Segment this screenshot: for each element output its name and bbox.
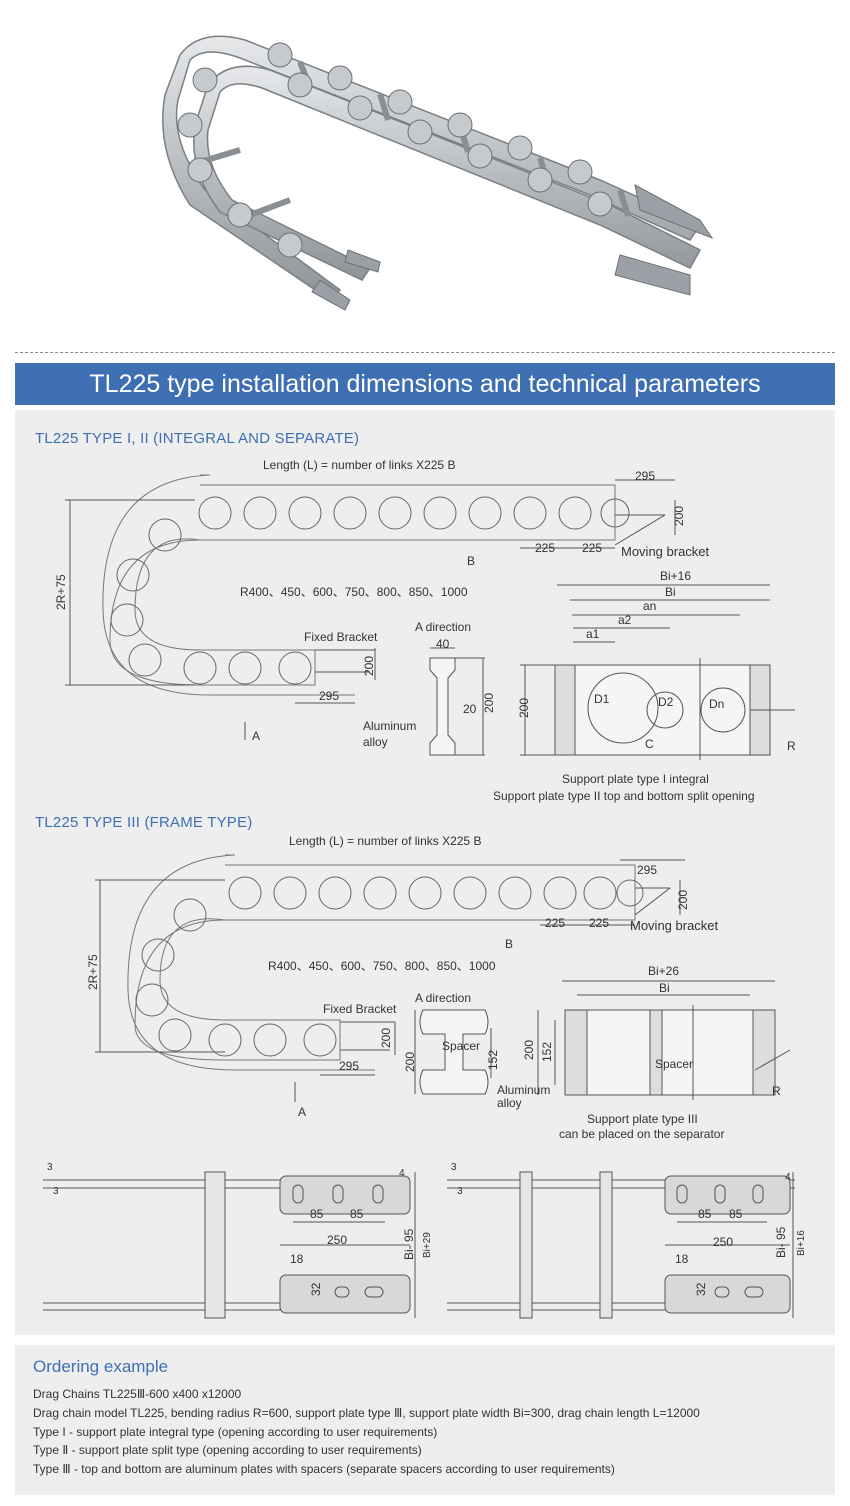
br-3b: 3: [457, 1186, 463, 1197]
s2-fixed-295: 295: [339, 1059, 359, 1073]
s1-an: an: [643, 599, 656, 613]
br-18: 18: [675, 1252, 689, 1266]
ordering-section: Ordering example Drag Chains TL225Ⅲ-600 …: [15, 1345, 835, 1495]
bl-85b: 85: [350, 1207, 364, 1221]
br-85a: 85: [698, 1207, 712, 1221]
s1-plate-200: 200: [517, 698, 531, 718]
br-3a: 3: [451, 1162, 457, 1173]
s1-dim-225a: 225: [535, 541, 555, 555]
br-4: 4: [785, 1172, 791, 1183]
s1-moving-bracket: Moving bracket: [621, 544, 710, 559]
s2-fixed-bracket: Fixed Bracket: [323, 1002, 397, 1016]
s2-plate-spacer: Spacer: [655, 1057, 693, 1071]
section1-title: TL225 TYPE I, II (INTEGRAL AND SEPARATE): [35, 430, 360, 447]
banner-title: TL225 type installation dimensions and t…: [89, 370, 761, 398]
s1-dim-200: 200: [672, 506, 686, 526]
s1-height-label: 2R+75: [54, 574, 68, 610]
s2-bi: Bi: [659, 981, 670, 995]
s1-aluminum: Aluminum: [363, 719, 416, 733]
br-85b: 85: [729, 1207, 743, 1221]
s1-b-label: B: [467, 554, 475, 568]
br-250: 250: [713, 1235, 733, 1249]
s2-r: R: [772, 1084, 781, 1098]
s1-dn: Dn: [709, 697, 724, 711]
s2-dim-200: 200: [676, 890, 690, 910]
s2-ad-152: 152: [486, 1050, 500, 1070]
bl-3b: 3: [53, 1186, 59, 1197]
bl-32: 32: [309, 1282, 323, 1296]
s1-dim-225b: 225: [582, 541, 602, 555]
s2-spacer: Spacer: [442, 1039, 480, 1053]
bl-3a: 3: [47, 1162, 53, 1173]
s2-length-label: Length (L) = number of links X225 B: [289, 834, 481, 848]
s2-moving-bracket: Moving bracket: [630, 918, 719, 933]
s1-caption2: Support plate type II top and bottom spl…: [493, 789, 755, 803]
bl-bi95: Bi- 95: [402, 1228, 416, 1260]
s1-radius-label: R400、450、600、750、800、850、1000: [240, 585, 468, 599]
s2-dim-225a: 225: [545, 916, 565, 930]
s1-ad-20: 20: [463, 702, 477, 716]
s2-caption1: Support plate type III: [587, 1112, 698, 1126]
ordering-line: Drag Chains TL225Ⅲ-600 x400 x12000: [33, 1387, 242, 1401]
s2-plate-200: 200: [522, 1040, 536, 1060]
s1-fixed-295: 295: [319, 689, 339, 703]
s2-plate-152: 152: [540, 1042, 554, 1062]
s2-alloy: alloy: [497, 1096, 522, 1110]
s2-b-label: B: [505, 937, 513, 951]
br-32: 32: [694, 1282, 708, 1296]
s2-height-label: 2R+75: [86, 954, 100, 990]
ordering-line: Type Ⅱ - support plate split type (openi…: [33, 1443, 422, 1458]
section2-title: TL225 TYPE III (FRAME TYPE): [35, 814, 253, 831]
ordering-lines: Drag Chains TL225Ⅲ-600 x400 x12000 Drag …: [33, 1385, 700, 1479]
s1-bi16: Bi+16: [660, 569, 691, 583]
s2-radius-label: R400、450、600、750、800、850、1000: [268, 959, 496, 973]
ordering-line: Drag chain model TL225, bending radius R…: [33, 1405, 700, 1420]
s2-aluminum: Aluminum: [497, 1083, 550, 1097]
drag-chain-photo: [162, 35, 714, 311]
s1-caption1: Support plate type I integral: [562, 772, 709, 786]
br-bi95: Bi- 95: [774, 1226, 788, 1258]
bl-250: 250: [327, 1233, 347, 1247]
s2-dim-295: 295: [637, 863, 657, 877]
s1-fixed-bracket: Fixed Bracket: [304, 630, 378, 644]
bl-18: 18: [290, 1252, 304, 1266]
ordering-title: Ordering example: [33, 1357, 169, 1376]
s1-a-label: A: [252, 729, 260, 743]
s2-a-label: A: [298, 1105, 306, 1119]
s1-fixed-200: 200: [362, 656, 376, 676]
divider: [15, 352, 835, 353]
bl-85a: 85: [310, 1207, 324, 1221]
section-banner: TL225 type installation dimensions and t…: [15, 363, 835, 405]
s1-d2: D2: [658, 695, 674, 709]
s1-d1: D1: [594, 692, 610, 706]
s1-a2: a2: [618, 613, 632, 627]
s2-ad-200: 200: [403, 1052, 417, 1072]
s2-dim-225b: 225: [589, 916, 609, 930]
s1-length-label: Length (L) = number of links X225 B: [263, 458, 455, 472]
s1-a-direction: A direction: [415, 620, 471, 634]
drawing-panel: TL225 TYPE I, II (INTEGRAL AND SEPARATE)…: [15, 410, 835, 1335]
ordering-line: Type Ⅲ - top and bottom are aluminum pla…: [33, 1462, 615, 1477]
ordering-line: Type I - support plate integral type (op…: [33, 1424, 438, 1439]
bl-bi29: Bi+29: [422, 1232, 433, 1258]
bl-4: 4: [399, 1168, 405, 1179]
s2-a-direction: A direction: [415, 991, 471, 1005]
s1-c: C: [645, 737, 654, 751]
s2-caption2: can be placed on the separator: [559, 1127, 724, 1141]
s2-fixed-200: 200: [379, 1028, 393, 1048]
s1-r: R: [787, 739, 796, 753]
s1-bi: Bi: [665, 585, 676, 599]
s1-alloy: alloy: [363, 735, 388, 749]
s1-ad-40: 40: [436, 637, 450, 651]
s1-ad-200: 200: [482, 693, 496, 713]
technical-drawing: Length (L) = number of links X225 B 295 …: [43, 458, 807, 1319]
s1-dim-295: 295: [635, 469, 655, 483]
br-bi16: Bi+16: [796, 1230, 807, 1256]
s1-a1: a1: [586, 627, 600, 641]
s2-bi26: Bi+26: [648, 964, 679, 978]
